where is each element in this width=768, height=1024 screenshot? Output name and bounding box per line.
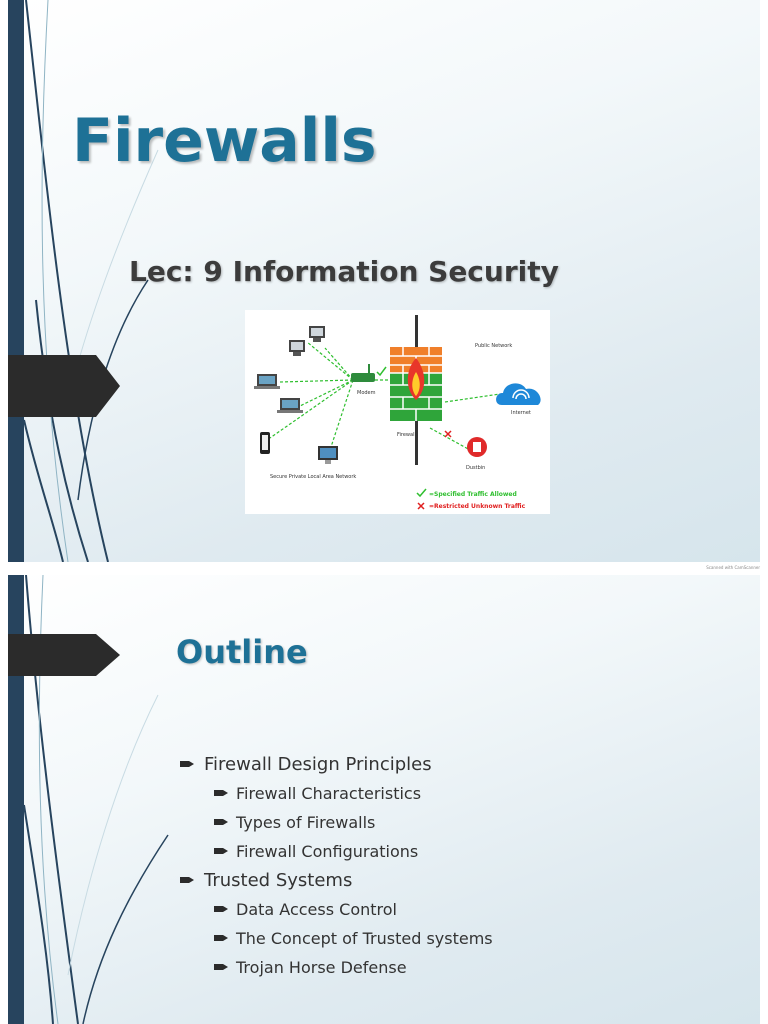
desktop-computer-icon xyxy=(289,326,325,356)
legend-restricted: =Restricted Unknown Traffic xyxy=(429,503,526,510)
slide-title: Outline xyxy=(176,633,308,671)
blocked-x-icon xyxy=(444,430,452,438)
imac-icon xyxy=(318,446,338,464)
arrow-bullet-icon xyxy=(214,906,228,912)
decorative-curves xyxy=(23,0,159,562)
public-network-label: Public Network xyxy=(475,343,512,349)
arrow-bullet-icon xyxy=(180,761,194,767)
arrow-bullet-icon xyxy=(214,848,228,854)
decorative-arrow-shape xyxy=(8,355,120,417)
slide-subtitle: Lec: 9 Information Security xyxy=(129,255,559,288)
list-item-text: Firewall Characteristics xyxy=(236,784,422,803)
laptop-icon xyxy=(254,374,303,413)
list-item: Firewall Characteristics xyxy=(176,780,493,809)
list-item: Data Access Control xyxy=(176,896,493,925)
list-item-text: The Concept of Trusted systems xyxy=(236,929,493,948)
slide-title: Firewalls xyxy=(72,106,377,176)
list-item-text: Firewall Configurations xyxy=(236,842,419,861)
check-icon xyxy=(416,488,427,498)
list-item: Types of Firewalls xyxy=(176,809,493,838)
list-item: Firewall Configurations xyxy=(176,838,493,867)
list-item: Trusted Systems xyxy=(176,867,493,896)
firewall-icon xyxy=(390,347,442,421)
list-item-text: Trojan Horse Defense xyxy=(236,958,407,977)
smartphone-icon xyxy=(260,432,270,454)
decorative-arrow-shape xyxy=(8,634,120,676)
list-item: Firewall Design Principles xyxy=(176,751,493,780)
cloud-internet-icon xyxy=(496,383,541,405)
list-item-text: Trusted Systems xyxy=(204,870,353,891)
title-slide: Firewalls Lec: 9 Information Security xyxy=(8,0,760,562)
arrow-bullet-icon xyxy=(180,877,194,883)
sidebar-stripe xyxy=(8,0,24,562)
list-item-text: Firewall Design Principles xyxy=(204,754,432,775)
legend-allowed: =Specified Traffic Allowed xyxy=(429,491,517,498)
dustbin-label: Dustbin xyxy=(466,465,485,471)
dustbin-icon xyxy=(467,437,487,457)
firewall-network-diagram: Modem Secure Private Local Area Network xyxy=(245,310,550,514)
list-item: Trojan Horse Defense xyxy=(176,954,493,983)
arrow-bullet-icon xyxy=(214,790,228,796)
arrow-bullet-icon xyxy=(214,935,228,941)
list-item-text: Types of Firewalls xyxy=(236,813,376,832)
outline-list: Firewall Design Principles Firewall Char… xyxy=(176,751,493,983)
modem-icon xyxy=(351,364,387,382)
firewall-label: Firewall xyxy=(397,432,416,438)
outline-slide: Outline Firewall Design Principles Firew… xyxy=(8,575,760,1024)
arrow-bullet-icon xyxy=(214,819,228,825)
modem-label: Modem xyxy=(357,390,376,396)
internet-label: Internet xyxy=(511,410,531,416)
arrow-bullet-icon xyxy=(214,964,228,970)
list-item-text: Data Access Control xyxy=(236,900,397,919)
lan-label: Secure Private Local Area Network xyxy=(270,474,356,480)
list-item: The Concept of Trusted systems xyxy=(176,925,493,954)
scanner-credit: Scanned with CamScanner xyxy=(706,565,760,570)
x-icon xyxy=(417,502,425,510)
sidebar-stripe xyxy=(8,575,24,1024)
